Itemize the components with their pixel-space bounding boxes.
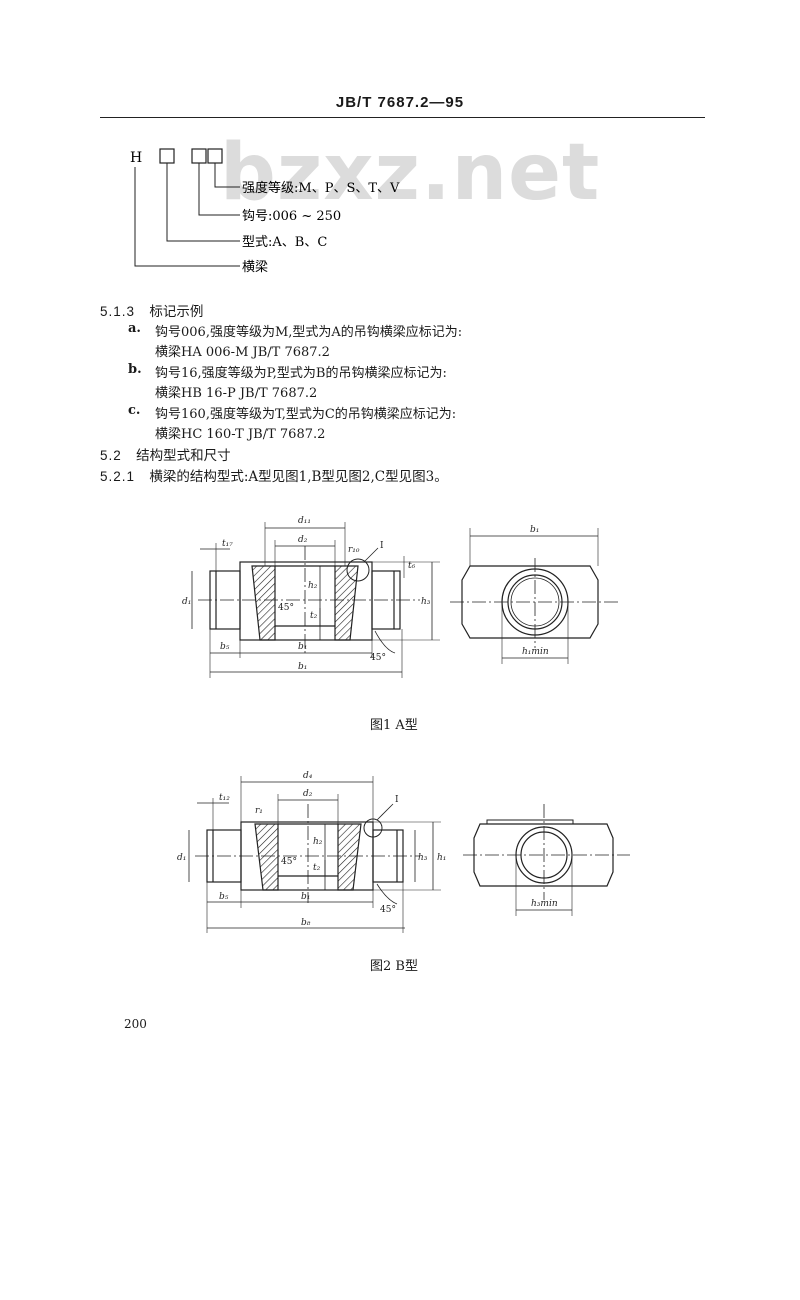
designation-line-grade: 强度等级:M、P、S、T、V (242, 180, 400, 196)
designation-line-beam: 横梁 (242, 260, 268, 275)
fig1-label-t6: t₆ (408, 561, 416, 571)
item-c-mark: 横梁HC 160-T JB/T 7687.2 (155, 427, 326, 442)
fig1-label-h3: h₃ (421, 597, 431, 607)
fig1-label-d-top: d₁₁ (298, 516, 311, 526)
fig2-right-section (337, 823, 362, 891)
section-521-number: 5.2.1 (100, 469, 136, 484)
fig2-label-d1: d₁ (177, 853, 186, 863)
designation-box-grade (207, 148, 223, 164)
fig1-label-t-left: t₁₇ (222, 539, 233, 549)
fig1-label-d1: d₁ (182, 597, 191, 607)
section-521-line: 5.2.1 横梁的结构型式:A型见图1,B型见图2,C型见图3。 (100, 465, 448, 485)
fig2-label-angle-inner: 45° (281, 857, 297, 867)
fig2-label-angle-outer: 45° (380, 905, 396, 915)
section-513-title: 标记示例 (149, 304, 204, 320)
fig1-label-angle-inner: 45° (278, 603, 294, 613)
item-c-text: 钩号160,强度等级为T,型式为C的吊钩横梁应标记为: (155, 407, 457, 422)
fig2-label-b1: b₁ (301, 892, 310, 902)
section-513-number: 5.1.3 (100, 304, 136, 319)
fig1-label-b-side: b₁ (530, 525, 539, 535)
section-521-text: 横梁的结构型式:A型见图1,B型见图2,C型见图3。 (149, 469, 448, 485)
section-513-heading: 5.1.3 标记示例 (100, 300, 203, 320)
page-number: 200 (124, 1017, 147, 1031)
designation-box-type (159, 148, 175, 164)
figure-2-drawing: d₄ d₂ t₁₂ r₁ I d₁ h₂ 45° t₂ h₃ h₁ b₅ b₁ … (177, 771, 630, 933)
fig2-label-r: r₁ (255, 806, 263, 816)
designation-box-hook (191, 148, 207, 164)
fig1-label-b5: b₅ (220, 642, 230, 652)
fig2-label-detail: I (395, 795, 399, 805)
fig1-label-b1: b₁ (298, 642, 307, 652)
fig2-label-b-total: b₈ (301, 918, 311, 928)
item-b-letter: b. (128, 362, 142, 377)
item-a-letter: a. (128, 321, 141, 336)
fig2-label-h1: h₁ (437, 853, 446, 863)
header-rule (100, 117, 705, 118)
figure-1-caption: 图1 A型 (370, 718, 418, 733)
fig1-label-h-bottom: h₁min (522, 647, 549, 657)
fig1-right-section (334, 565, 359, 641)
fig2-side-view (473, 823, 614, 887)
doc-header: JB/T 7687.2—95 (335, 94, 465, 111)
fig1-left-section (251, 565, 276, 641)
fig1-label-h2: h₂ (308, 581, 318, 591)
fig1-side-view (461, 565, 599, 639)
designation-diagram: H 强度等级:M、P、S、T、V 钩号:006 ~ 250 型式:A、B、C 横… (130, 148, 400, 275)
fig2-label-d2: d₂ (303, 789, 313, 799)
fig2-label-t-left: t₁₂ (219, 793, 230, 803)
fig2-label-t2: t₂ (313, 863, 321, 873)
figure-2-caption: 图2 B型 (370, 959, 418, 974)
item-c-letter: c. (128, 403, 141, 418)
section-52-title: 结构型式和尺寸 (136, 448, 231, 464)
item-b-text: 钩号16,强度等级为P,型式为B的吊钩横梁应标记为: (155, 366, 447, 381)
fig2-left-section (254, 823, 279, 891)
designation-prefix: H (130, 150, 142, 166)
fig1-label-r: r₁₀ (348, 545, 360, 555)
designation-line-hook: 钩号:006 ~ 250 (242, 209, 341, 224)
fig2-label-b5: b₅ (219, 892, 229, 902)
watermark: bzxz.net (220, 128, 601, 218)
fig1-label-b-total: b₁ (298, 662, 307, 672)
fig2-label-h-bottom: h₃min (531, 899, 558, 909)
item-a-mark: 横梁HA 006-M JB/T 7687.2 (155, 345, 330, 360)
designation-line-type: 型式:A、B、C (242, 235, 327, 250)
fig2-label-h3: h₃ (418, 853, 428, 863)
section-52-heading: 5.2 结构型式和尺寸 (100, 444, 231, 464)
fig2-label-d-top: d₄ (303, 771, 313, 781)
fig1-label-t2: t₂ (310, 611, 318, 621)
fig2-label-h2: h₂ (313, 837, 323, 847)
item-a-text: 钩号006,强度等级为M,型式为A的吊钩横梁应标记为: (155, 325, 463, 340)
fig1-label-angle-outer: 45° (370, 653, 386, 663)
figure-1-drawing: d₁₁ d₂ t₁₇ r₁₀ I t₆ d₁ h₂ 45° t₂ h₃ b₅ b… (182, 516, 620, 678)
item-b-mark: 横梁HB 16-P JB/T 7687.2 (155, 386, 318, 401)
fig1-label-d2: d₂ (298, 535, 308, 545)
section-52-number: 5.2 (100, 448, 122, 463)
fig1-label-detail: I (380, 541, 384, 551)
